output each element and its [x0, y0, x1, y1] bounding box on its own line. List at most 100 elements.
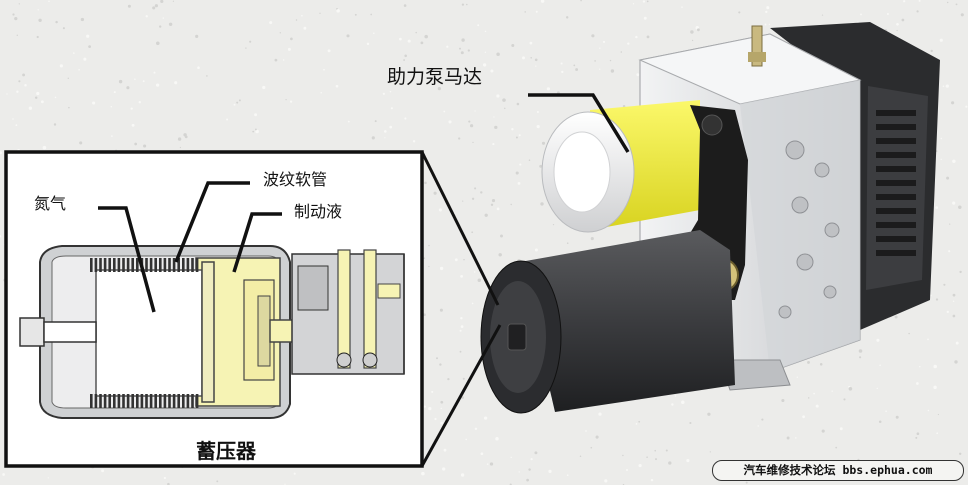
speckle-dot [929, 294, 932, 297]
speckle-dot [573, 64, 576, 67]
speckle-dot [327, 49, 331, 53]
speckle-dot [252, 130, 255, 133]
speckle-dot [59, 64, 63, 68]
speckle-dot [130, 107, 133, 110]
speckle-dot [435, 357, 439, 360]
speckle-dot [47, 477, 49, 479]
speckle-dot [561, 70, 564, 74]
speckle-dot [946, 1, 949, 4]
speckle-dot [565, 16, 569, 19]
speckle-dot [461, 3, 465, 6]
speckle-dot [895, 415, 899, 419]
speckle-dot [591, 34, 595, 38]
bellows-fold [145, 394, 148, 408]
speckle-dot [179, 146, 182, 149]
bellows-fold [168, 394, 171, 408]
label-pump-motor: 助力泵马达 [387, 66, 483, 88]
speckle-dot [519, 163, 522, 166]
speckle-dot [62, 27, 65, 30]
speckle-dot [524, 11, 526, 13]
speckle-dot [761, 418, 764, 421]
bleed-fitting-nut [748, 52, 766, 62]
speckle-dot [510, 203, 512, 206]
speckle-dot [534, 58, 538, 62]
speckle-dot [511, 44, 515, 47]
speckle-dot [590, 237, 594, 241]
speckle-dot [279, 32, 281, 34]
speckle-dot [79, 141, 83, 145]
speckle-dot [515, 136, 518, 139]
speckle-dot [323, 68, 325, 71]
motor-end-boss [507, 323, 527, 351]
bellows-fold [149, 394, 153, 408]
bellows-fold [145, 258, 148, 272]
speckle-dot [448, 120, 452, 124]
speckle-dot [466, 3, 468, 6]
speckle-dot [945, 84, 949, 88]
speckle-dot [474, 187, 477, 190]
speckle-dot [134, 78, 136, 81]
speckle-dot [528, 412, 531, 414]
speckle-dot [16, 90, 19, 93]
speckle-dot [948, 250, 951, 253]
bellows-fold [94, 394, 98, 408]
speckle-dot [635, 35, 638, 39]
outlet-port [377, 283, 401, 299]
speckle-dot [471, 302, 474, 305]
speckle-dot [610, 69, 615, 73]
speckle-dot [440, 407, 442, 410]
bellows-fold [195, 258, 199, 272]
speckle-dot [55, 20, 58, 24]
speckle-dot [896, 22, 899, 26]
speckle-dot [903, 0, 906, 3]
speckle-dot [879, 364, 881, 367]
speckle-dot [389, 90, 392, 93]
leader-pump-motor [528, 93, 630, 153]
speckle-dot [0, 151, 2, 155]
speckle-dot [320, 92, 322, 94]
speckle-dot [486, 463, 489, 465]
speckle-dot [530, 457, 533, 461]
speckle-dot [529, 41, 533, 45]
speckle-dot [936, 432, 939, 435]
speckle-dot [807, 397, 810, 399]
speckle-dot [428, 265, 430, 268]
speckle-dot [940, 137, 943, 140]
speckle-dot [245, 47, 247, 49]
leader-bellows [174, 181, 250, 263]
speckle-dot [440, 421, 444, 425]
speckle-dot [681, 6, 683, 8]
speckle-dot [474, 427, 478, 431]
speckle-dot [496, 52, 500, 56]
speckle-dot [460, 473, 465, 477]
speckle-dot [347, 120, 350, 123]
speckle-dot [635, 423, 638, 425]
speckle-dot [412, 140, 416, 143]
speckle-dot [681, 400, 685, 404]
speckle-dot [53, 123, 57, 126]
speckle-dot [916, 432, 920, 436]
speckle-dot [602, 40, 606, 43]
speckle-dot [174, 81, 178, 85]
bellows-fold [90, 394, 93, 408]
bellows-fold [195, 394, 199, 408]
speckle-dot [282, 59, 285, 61]
speckle-dot [236, 101, 239, 104]
speckle-dot [42, 145, 47, 150]
speckle-dot [142, 80, 145, 83]
speckle-dot [156, 41, 160, 46]
speckle-dot [24, 84, 27, 87]
speckle-dot [960, 13, 964, 17]
speckle-dot [952, 293, 956, 297]
speckle-dot [462, 200, 464, 202]
speckle-dot [467, 49, 470, 52]
speckle-dot [92, 101, 96, 105]
speckle-dot [690, 30, 694, 34]
speckle-dot [765, 10, 768, 14]
speckle-dot [579, 455, 582, 457]
speckle-dot [627, 42, 630, 45]
pump-motor [541, 100, 700, 233]
bellows-fold [108, 394, 111, 408]
speckle-dot [955, 3, 958, 6]
